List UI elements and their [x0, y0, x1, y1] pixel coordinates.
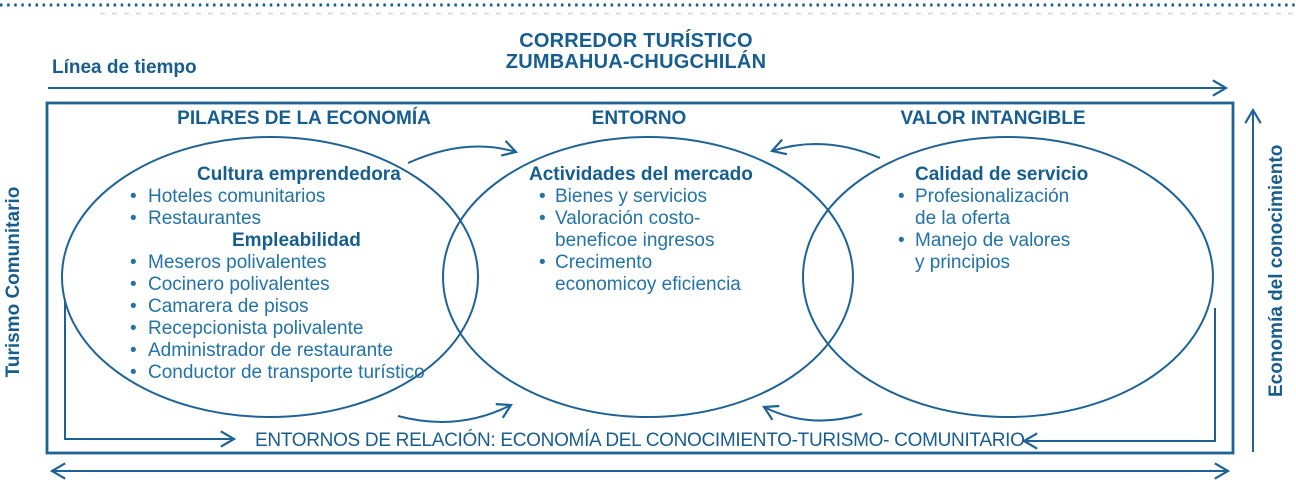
- ellipse-valor-content: Calidad de servicio Profesionalización d…: [895, 164, 1195, 274]
- list-item: Hoteles comunitarios: [120, 186, 500, 208]
- list-item: Bienes y servicios: [529, 186, 829, 208]
- column-header-valor-intangible: VALOR INTANGIBLE: [900, 108, 1086, 129]
- list-item: Administrador de restaurante: [120, 340, 500, 362]
- timeline-label: Línea de tiempo: [52, 57, 197, 78]
- list-item: Restaurantes: [120, 208, 500, 230]
- list-item: Crecimento economicoy eficiencia: [529, 252, 829, 296]
- frame-rectangle: [45, 101, 1235, 455]
- list-item: Conductor de transporte turístico: [120, 362, 500, 384]
- arrow-bottom-left-to-middle: [397, 403, 513, 423]
- list-item: Meseros polivalentes: [120, 252, 500, 274]
- side-label-economia-conocimiento: Economía del conocimiento: [1266, 144, 1287, 397]
- title-line2: ZUMBAHUA-CHUGCHILÁN: [505, 51, 767, 73]
- list-item: Valoración costo- beneficoe ingresos: [529, 208, 829, 252]
- column-header-pilares: PILARES DE LA ECONOMÍA: [177, 108, 431, 129]
- section-title-cultura-emprendedora: Cultura emprendedora: [197, 164, 401, 185]
- section-title-actividades-mercado: Actividades del mercado: [529, 164, 753, 185]
- column-header-entorno: ENTORNO: [591, 108, 687, 129]
- relation-label: ENTORNOS DE RELACIÓN: ECONOMÍA DEL CONOC…: [255, 430, 1025, 451]
- title-line1: CORREDOR TURÍSTICO: [519, 30, 753, 52]
- arrow-right-loop-to-relation: [1021, 308, 1216, 450]
- arrow-bottom-right-to-middle: [762, 404, 863, 422]
- list-item: Recepcionista polivalente: [120, 318, 500, 340]
- arrow-left-loop-to-relation: [64, 300, 237, 448]
- section-title-calidad-servicio: Calidad de servicio: [915, 164, 1089, 185]
- ellipse-pilares-content: Cultura emprendedora Hoteles comunitario…: [120, 164, 500, 384]
- list-item: Camarera de pisos: [120, 296, 500, 318]
- list-item: Manejo de valores y principios: [895, 230, 1195, 274]
- arrow-top-left-to-middle: [407, 140, 519, 164]
- ellipse-entorno-content: Actividades del mercado Bienes y servici…: [529, 164, 829, 296]
- list-item: Cocinero polivalentes: [120, 274, 500, 296]
- arrow-top-right-to-middle: [769, 138, 881, 159]
- diagram-title: CORREDOR TURÍSTICO ZUMBAHUA-CHUGCHILÁN: [386, 31, 886, 73]
- list-item: Profesionalización de la oferta: [895, 186, 1195, 230]
- side-label-turismo-comunitario: Turismo Comunitario: [3, 186, 24, 378]
- section-title-empleabilidad: Empleabilidad: [232, 230, 361, 251]
